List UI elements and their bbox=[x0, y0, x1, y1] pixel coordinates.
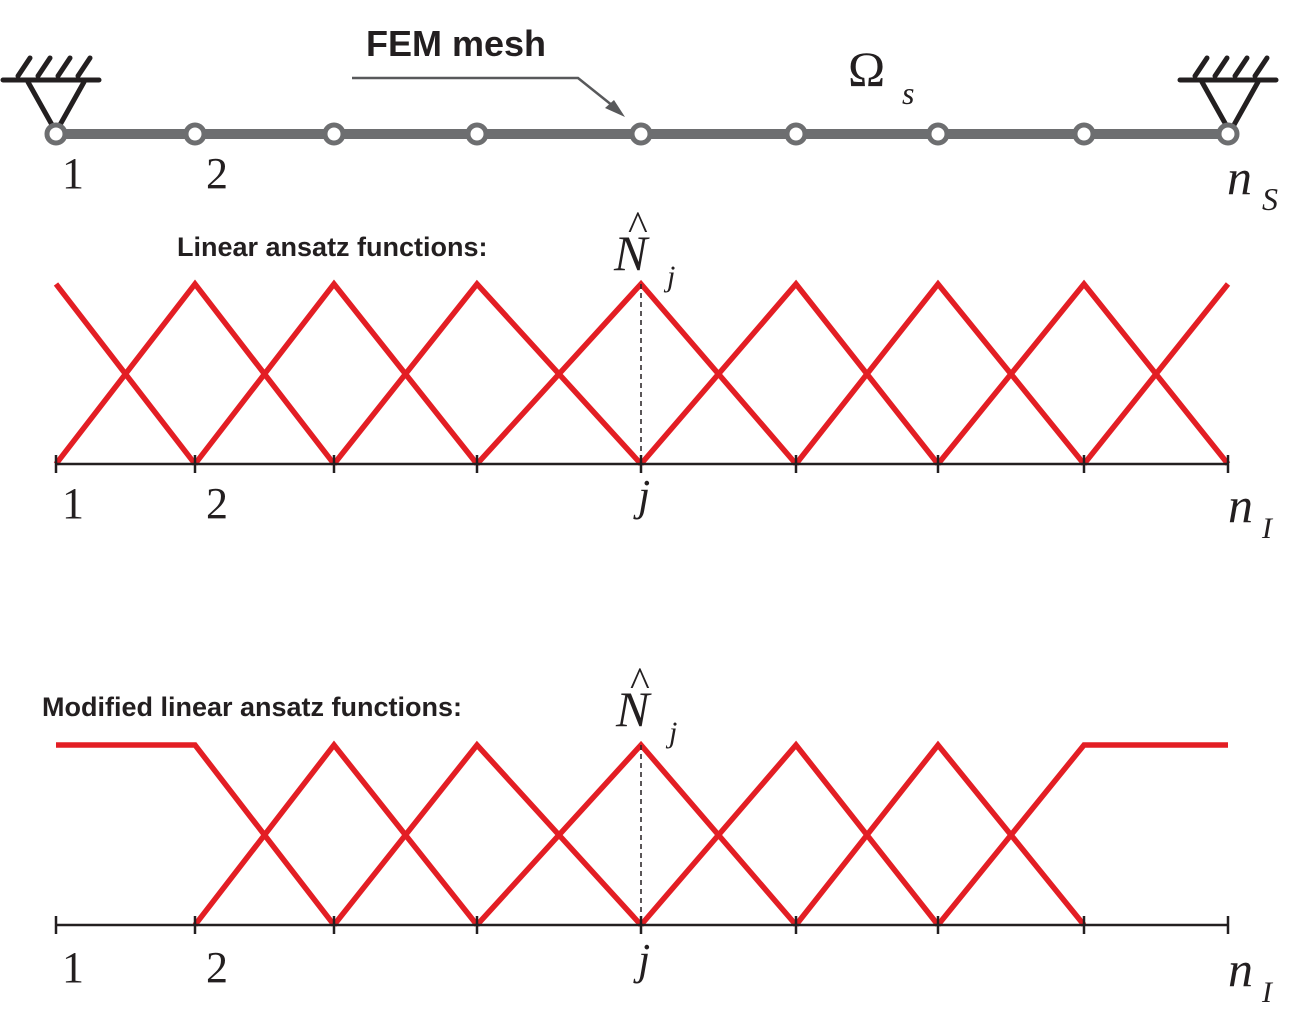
linear-tick-label-j: j bbox=[633, 471, 650, 520]
linear-tick-label-last: n bbox=[1228, 477, 1253, 533]
mesh-node bbox=[926, 122, 950, 146]
ansatz-function-line bbox=[192, 740, 480, 927]
modified-ansatz-curves bbox=[56, 740, 1228, 927]
linear-tick-label-2: 2 bbox=[206, 479, 228, 528]
fem-mesh-label: FEM mesh bbox=[366, 23, 546, 64]
domain-symbol: Ω bbox=[848, 41, 885, 97]
modified-function-subscript: j bbox=[665, 716, 677, 749]
linear-function-subscript: j bbox=[663, 260, 675, 293]
mesh-node bbox=[183, 122, 207, 146]
right-support-icon bbox=[1177, 55, 1279, 138]
ansatz-function-line bbox=[793, 279, 1087, 466]
ansatz-function-line bbox=[474, 740, 799, 927]
linear-ansatz-section: Linear ansatz functions: N ^ j 1 2 j n I bbox=[53, 204, 1274, 545]
modified-tick-label-2: 2 bbox=[206, 943, 228, 992]
modified-tick-label-last-subscript: I bbox=[1261, 976, 1274, 1009]
mesh-node bbox=[465, 122, 489, 146]
linear-axis bbox=[54, 455, 1230, 473]
domain-subscript: s bbox=[902, 75, 914, 111]
fem-mesh-section: FEM mesh Ω s 1 2 n S bbox=[0, 23, 1279, 217]
modified-tick-label-j: j bbox=[633, 935, 650, 984]
ansatz-function-line bbox=[53, 279, 337, 466]
mesh-node bbox=[629, 122, 653, 146]
fem-mesh-arrow bbox=[352, 76, 619, 111]
mesh-node-label-last-subscript: S bbox=[1262, 181, 1278, 217]
modified-tick-label-last: n bbox=[1228, 941, 1253, 997]
linear-ansatz-curves bbox=[53, 279, 1231, 466]
mesh-node bbox=[322, 122, 346, 146]
mesh-node bbox=[784, 122, 808, 146]
linear-function-symbol: N bbox=[613, 225, 650, 281]
ansatz-function-line bbox=[935, 279, 1231, 466]
modified-function-hat: ^ bbox=[630, 660, 650, 706]
mesh-node-label-2: 2 bbox=[206, 149, 228, 198]
mesh-node bbox=[1072, 122, 1096, 146]
mesh-node bbox=[44, 122, 68, 146]
modified-tick-label-1: 1 bbox=[62, 943, 84, 992]
linear-tick-label-1: 1 bbox=[62, 479, 84, 528]
ansatz-function-line bbox=[474, 279, 799, 466]
ansatz-function-line bbox=[331, 279, 644, 466]
ansatz-function-line bbox=[638, 740, 941, 927]
ansatz-function-line bbox=[638, 279, 941, 466]
modified-function-symbol: N bbox=[615, 681, 652, 737]
mesh-nodes bbox=[44, 122, 1240, 146]
left-support-icon bbox=[0, 55, 102, 138]
ansatz-function-line bbox=[1081, 282, 1231, 466]
modified-ansatz-section: Modified linear ansatz functions: N ^ j … bbox=[42, 660, 1274, 1009]
mesh-node-label-1: 1 bbox=[62, 149, 84, 198]
ansatz-function-line bbox=[935, 742, 1228, 927]
ansatz-function-line bbox=[331, 740, 644, 927]
linear-ansatz-title: Linear ansatz functions: bbox=[177, 232, 488, 262]
ansatz-function-line bbox=[56, 742, 337, 927]
ansatz-function-line bbox=[793, 740, 1087, 927]
modified-axis bbox=[54, 916, 1230, 934]
modified-ansatz-title: Modified linear ansatz functions: bbox=[42, 692, 462, 722]
linear-tick-label-last-subscript: I bbox=[1261, 512, 1274, 545]
linear-function-hat: ^ bbox=[628, 204, 648, 250]
ansatz-function-line bbox=[192, 279, 480, 466]
arrowhead-icon bbox=[605, 100, 625, 117]
mesh-node-label-last: n bbox=[1227, 149, 1252, 205]
mesh-node bbox=[1216, 122, 1240, 146]
